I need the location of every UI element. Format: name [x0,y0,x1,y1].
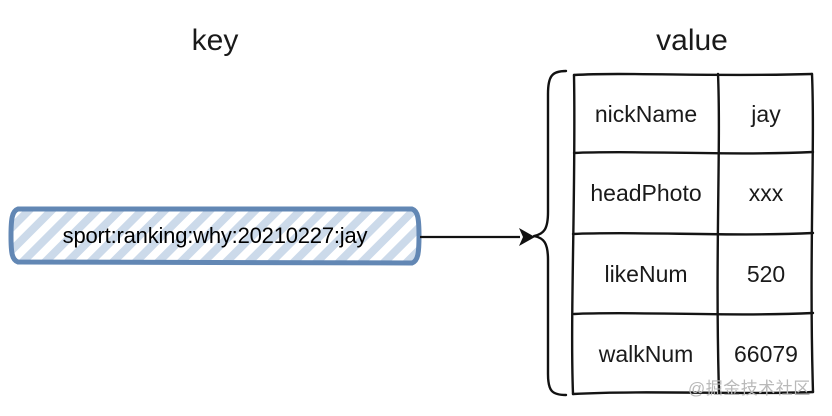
arrow-key-to-value [420,228,535,246]
value-table-grid [570,72,815,396]
field-name-label: walkNum [598,340,694,367]
key-column-heading: key [191,24,239,57]
table-row: jay [719,75,813,153]
watermark-label: @掘金技术社区 [688,379,811,398]
table-row: likeNum [574,234,718,314]
table-row: xxx [719,153,813,234]
key-capsule: sport:ranking:why:20210227:jay [8,203,422,268]
field-name-label: headPhoto [590,180,702,206]
field-value-label: jay [751,100,781,127]
field-name-label: nickName [594,100,698,127]
table-row: 66079 [719,314,813,394]
key-capsule-shape [8,206,422,266]
curly-brace-left [532,69,568,397]
table-row: nickName [574,75,718,153]
field-value-label: xxx [748,180,784,206]
value-table: nickName jay headPhoto xxx likeNum 520 w… [566,66,822,400]
table-row: 520 [719,234,813,314]
field-value-label: 66079 [734,340,798,367]
table-row: walkNum [574,314,718,394]
value-column-heading: value [656,24,728,57]
field-name-label: likeNum [604,260,688,287]
table-row: headPhoto [574,153,718,234]
key-string-label: sport:ranking:why:20210227:jay [62,222,368,248]
field-value-label: 520 [746,260,786,287]
